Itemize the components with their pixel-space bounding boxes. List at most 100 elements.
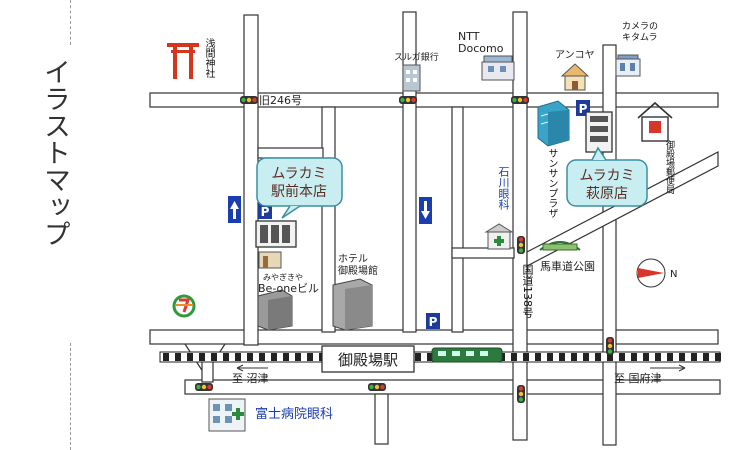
store-ekimae-building-icon xyxy=(255,220,297,248)
post-office-label: 御殿場郵便局 xyxy=(664,140,674,194)
road-v3 xyxy=(402,11,417,333)
rail-tick xyxy=(571,353,577,361)
road-south xyxy=(374,393,389,445)
rail-tick xyxy=(595,353,601,361)
hotel-label-2: 御殿場館 xyxy=(338,264,378,277)
north-label: N xyxy=(670,269,677,280)
store-hagiwara-label-2: 萩原店 xyxy=(586,186,628,202)
road-small xyxy=(257,147,324,159)
rail-tick xyxy=(163,353,169,361)
hotel-label-1: ホテル xyxy=(338,253,368,265)
camera-shop-icon xyxy=(615,54,641,77)
rail-tick xyxy=(295,353,301,361)
rail-tick xyxy=(643,353,649,361)
traffic-light-icon xyxy=(511,96,529,104)
svg-text:P: P xyxy=(429,315,438,329)
store-ekimae-callout[interactable]: ムラカミ 駅前本店 xyxy=(256,157,343,219)
rail-tick xyxy=(607,353,613,361)
road-v1 xyxy=(243,14,259,346)
store-hagiwara-callout[interactable]: ムラカミ 萩原店 xyxy=(566,146,648,207)
shrine-label: 浅間神社 xyxy=(203,38,214,78)
ntt-label: NTT xyxy=(458,30,480,43)
rail-tick xyxy=(547,353,553,361)
road-to-numazu xyxy=(184,379,721,395)
road-diagonal xyxy=(526,151,719,267)
traffic-light-icon xyxy=(368,383,386,391)
arrow-to-kozu-icon xyxy=(650,364,686,372)
rail-tick xyxy=(655,353,661,361)
station-box xyxy=(321,345,415,373)
road-v5 xyxy=(602,44,617,446)
north-compass-icon xyxy=(636,258,666,288)
post-office-icon xyxy=(637,101,673,142)
road-branch xyxy=(451,247,515,259)
divider-top xyxy=(70,0,71,45)
rail-tick xyxy=(259,353,265,361)
ankoya-label: アンコヤ xyxy=(555,50,595,61)
oneway-arrow-up-icon xyxy=(228,196,241,223)
road-station-front xyxy=(149,329,719,345)
rail-tick xyxy=(211,353,217,361)
rail-tick xyxy=(223,353,229,361)
clinic-building-icon xyxy=(484,223,514,250)
torii-shrine-icon xyxy=(167,43,199,79)
arrow-head-icon xyxy=(236,364,244,372)
miyagiya-label: みやぎきや xyxy=(263,272,303,282)
station-label: 御殿場駅 xyxy=(338,351,398,369)
rail-tick xyxy=(535,353,541,361)
svg-text:P: P xyxy=(579,102,588,116)
rail-tick xyxy=(199,353,205,361)
sunsun-plaza-building-icon xyxy=(537,100,570,147)
convenience-store-icon xyxy=(172,294,196,318)
traffic-light-icon xyxy=(517,385,525,403)
bank-building-icon xyxy=(402,64,421,92)
rail-tick xyxy=(619,353,625,361)
store-ekimae-label-2: 駅前本店 xyxy=(271,183,327,200)
rail-tick xyxy=(415,353,421,361)
old-246-label: 旧246号 xyxy=(259,94,302,107)
docomo-label: Docomo xyxy=(458,42,504,55)
rail-tick xyxy=(175,353,181,361)
park-label: 馬車道公園 xyxy=(540,259,595,273)
ankoya-shop-icon xyxy=(560,63,590,91)
camera-label: カメラのキタムラ xyxy=(622,22,659,43)
rail-tick xyxy=(679,353,685,361)
road-old-246 xyxy=(149,92,719,108)
rail-tick xyxy=(583,353,589,361)
ntt-building-icon xyxy=(481,55,515,81)
train-icon xyxy=(431,347,503,363)
road-national-138 xyxy=(512,11,528,441)
traffic-light-icon xyxy=(240,96,258,104)
road-v4 xyxy=(451,106,464,333)
store-hagiwara-building-icon xyxy=(585,111,613,153)
road-junction-stem xyxy=(201,359,214,383)
rail-tick xyxy=(247,353,253,361)
miyagiya-shop-icon xyxy=(258,251,282,269)
ishikawa-label: 石川眼科 xyxy=(497,166,510,210)
divider-bottom xyxy=(70,343,71,450)
park-icon xyxy=(539,241,581,251)
beone-building-icon xyxy=(257,289,293,331)
to-kozu-label: 至 国府津 xyxy=(614,371,662,385)
parking-icon: P xyxy=(258,203,272,219)
hotel-building-icon xyxy=(332,278,373,331)
store-ekimae-label-1: ムラカミ xyxy=(271,166,326,182)
rail-tick xyxy=(235,353,241,361)
page-title: イラストマップ xyxy=(39,58,70,247)
rail-tick xyxy=(523,353,529,361)
traffic-light-icon xyxy=(399,96,417,104)
rail-tick xyxy=(511,353,517,361)
national-road-label: 国道138号 xyxy=(521,264,534,318)
parking-icon: P xyxy=(426,313,440,329)
suruga-bank-label: スルガ銀行 xyxy=(394,51,439,63)
store-hagiwara-label-1: ムラカミ xyxy=(579,168,634,184)
rail-tick xyxy=(271,353,277,361)
traffic-lights xyxy=(195,96,614,403)
rail-tick xyxy=(427,353,433,361)
to-numazu-label: 至 沼津 xyxy=(232,371,269,385)
traffic-light-icon xyxy=(517,236,525,254)
rail-tick xyxy=(703,353,709,361)
rail-tick xyxy=(667,353,673,361)
svg-text:P: P xyxy=(261,205,270,219)
